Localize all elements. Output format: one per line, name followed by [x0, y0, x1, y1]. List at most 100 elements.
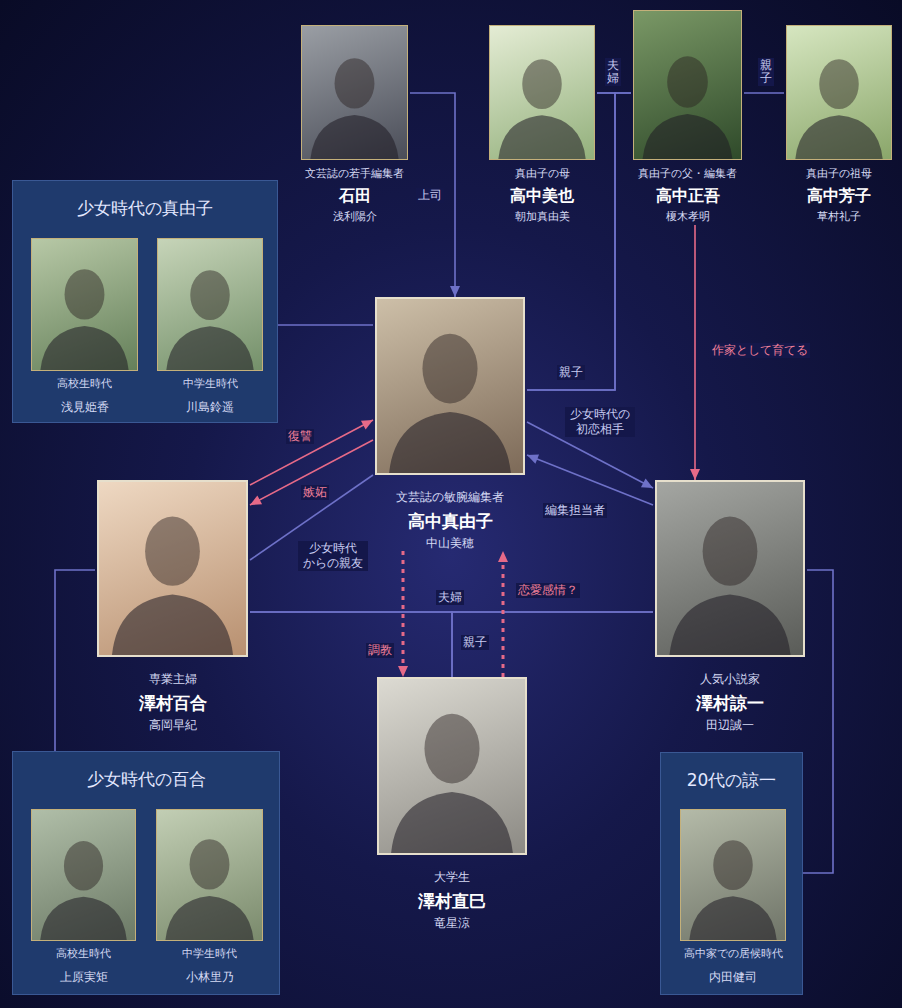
portrait-silhouette: [657, 482, 803, 655]
arrowhead: [450, 286, 460, 297]
name-text: 高中真由子: [375, 509, 525, 533]
character-card: 文芸誌の敏腕編集者高中真由子中山美穂: [373, 297, 527, 551]
relation-line: [527, 455, 653, 505]
group-panel: 20代の諒一高中家での居候時代内田健司: [660, 752, 803, 995]
actor-text: 浅見姫香: [31, 399, 138, 415]
character-card: 高校生時代浅見姫香: [29, 238, 140, 415]
name-text: 石田: [301, 185, 408, 207]
relation-line: [250, 440, 373, 505]
relation-line: [803, 570, 833, 873]
connector: [527, 454, 653, 505]
name-text: 高中正吾: [633, 185, 742, 207]
relation-label: 少女時代 からの親友: [298, 541, 368, 571]
relation-label: 上司: [416, 188, 444, 203]
actor-text: 浅利陽介: [301, 209, 408, 225]
role-text: 高校生時代: [31, 377, 138, 391]
portrait-photo: [655, 480, 805, 657]
connector: [398, 551, 408, 677]
arrowhead: [361, 420, 373, 430]
connector: [803, 570, 833, 873]
relation-line: [452, 612, 653, 677]
portrait-photo: [377, 677, 527, 855]
relation-line: [250, 612, 452, 677]
relation-label: 調教: [366, 643, 394, 658]
role-text: 高中家での居候時代: [680, 947, 786, 961]
portrait-photo: [786, 25, 892, 160]
portrait-silhouette: [681, 810, 785, 940]
connector: [690, 225, 700, 480]
portrait-silhouette: [99, 482, 246, 655]
actor-text: 草村礼子: [786, 209, 892, 225]
character-card: 文芸誌の若手編集者石田浅利陽介: [299, 25, 410, 225]
character-card: 真由子の母高中美也朝加真由美: [487, 25, 597, 225]
portrait-photo: [301, 25, 408, 160]
arrowhead: [398, 666, 408, 677]
actor-text: 内田健司: [680, 969, 786, 985]
name-text: 澤村百合: [97, 691, 248, 715]
relation-label: 作家として育てる: [710, 343, 810, 358]
character-card: 中学生時代小林里乃: [154, 809, 265, 985]
character-card: 真由子の祖母高中芳子草村礼子: [784, 25, 894, 225]
connector: [410, 93, 460, 297]
role-text: 大学生: [377, 869, 527, 885]
actor-text: 竜星涼: [377, 915, 527, 931]
portrait-photo: [156, 809, 263, 941]
connector: [250, 440, 373, 505]
portrait-silhouette: [379, 679, 525, 853]
arrowhead: [527, 454, 539, 463]
character-card: 大学生澤村直巳竜星涼: [375, 677, 529, 931]
portrait-silhouette: [634, 11, 741, 159]
relation-line: [694, 225, 696, 480]
connector: [278, 325, 373, 326]
connector: [498, 551, 508, 677]
actor-text: 田辺誠一: [655, 717, 805, 733]
portrait-silhouette: [490, 26, 594, 159]
relation-label: 夫婦: [605, 58, 621, 86]
character-card: 高校生時代上原実矩: [29, 809, 138, 985]
role-text: 中学生時代: [156, 947, 263, 961]
portrait-silhouette: [787, 26, 891, 159]
actor-text: 高岡早紀: [97, 717, 248, 733]
relation-label: 親子: [758, 58, 774, 86]
character-card: 高中家での居候時代内田健司: [678, 809, 788, 985]
actor-text: 川島鈴遥: [157, 399, 263, 415]
arrowhead: [690, 469, 700, 480]
portrait-photo: [157, 238, 263, 371]
role-text: 人気小説家: [655, 671, 805, 687]
portrait-photo: [680, 809, 786, 941]
relation-line: [410, 93, 455, 297]
relation-label: 夫婦: [436, 590, 464, 605]
panel-heading: 少女時代の百合: [13, 752, 279, 790]
actor-text: 榎木孝明: [633, 209, 742, 225]
role-text: 専業主婦: [97, 671, 248, 687]
group-panel: 少女時代の真由子高校生時代浅見姫香中学生時代川島鈴遥: [12, 180, 278, 423]
character-card: 真由子の父・編集者高中正吾榎木孝明: [631, 10, 744, 225]
relation-line: [250, 420, 373, 485]
portrait-photo: [489, 25, 595, 160]
name-text: 高中美也: [489, 185, 595, 207]
arrowhead: [498, 551, 508, 562]
role-text: 高校生時代: [31, 947, 136, 961]
portrait-silhouette: [158, 239, 262, 370]
relation-label: 少女時代の 初恋相手: [565, 407, 635, 437]
portrait-photo: [375, 297, 525, 475]
arrowhead: [641, 478, 653, 488]
portrait-photo: [97, 480, 248, 657]
portrait-silhouette: [32, 239, 137, 370]
relation-line: [55, 570, 95, 751]
portrait-photo: [31, 809, 136, 941]
relation-line: [278, 324, 373, 326]
character-card: 中学生時代川島鈴遥: [155, 238, 265, 415]
actor-text: 朝加真由美: [489, 209, 595, 225]
arrowhead: [250, 495, 262, 505]
relation-line: [744, 92, 784, 94]
group-panel: 少女時代の百合高校生時代上原実矩中学生時代小林里乃: [12, 751, 280, 995]
relation-label: 嫉妬: [301, 485, 329, 500]
name-text: 澤村直巳: [377, 889, 527, 913]
character-card: 人気小説家澤村諒一田辺誠一: [653, 480, 807, 733]
connector: [55, 570, 95, 751]
panel-heading: 少女時代の真由子: [13, 181, 277, 219]
